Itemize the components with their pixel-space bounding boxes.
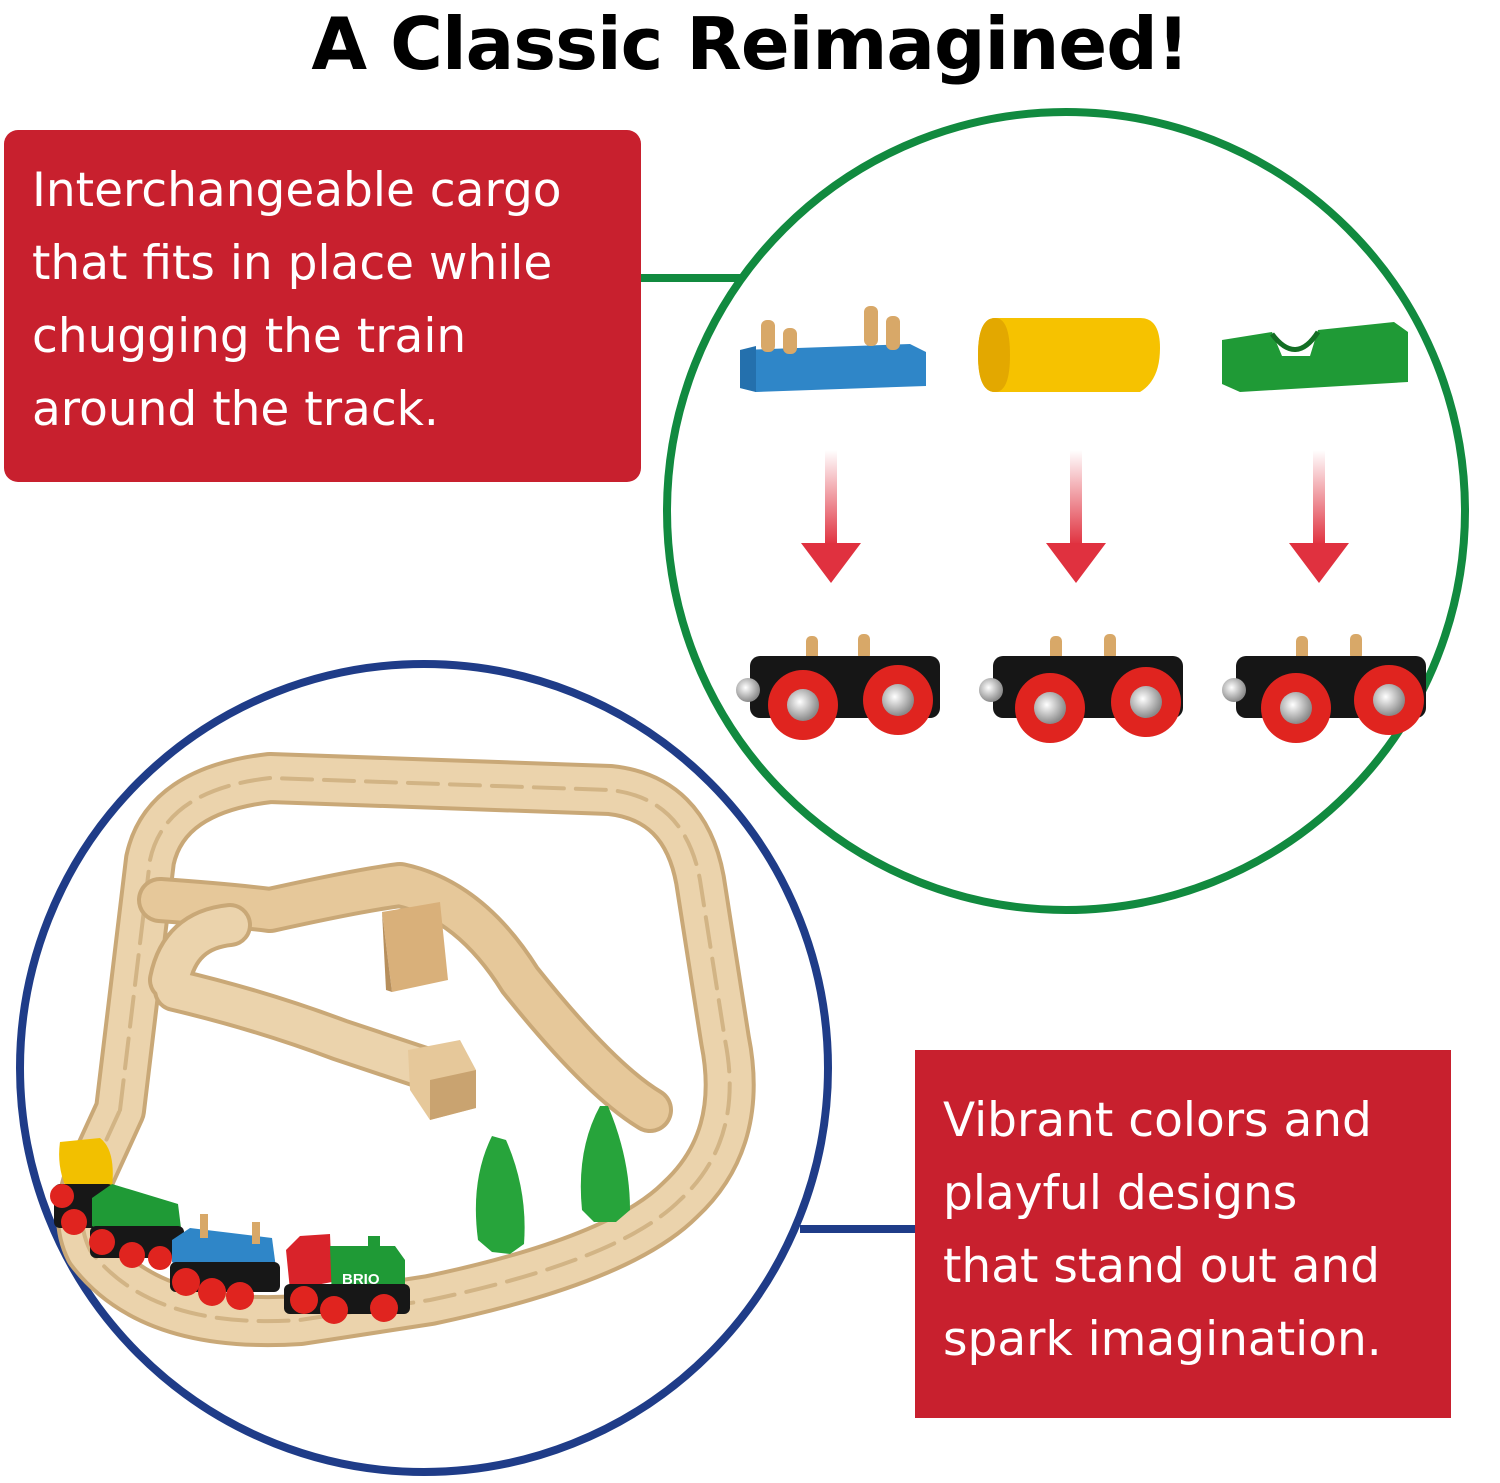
bridge-pillar [382, 902, 448, 992]
wagon-chassis [1222, 634, 1426, 743]
green-cargo-trough [1222, 322, 1408, 392]
cargo-callout-line: that fits in place while [32, 236, 553, 291]
colors-callout: Vibrant colors and playful designs that … [915, 1050, 1451, 1418]
colors-callout-line: that stand out and [943, 1239, 1380, 1294]
cargo-callout-line: around the track. [32, 382, 439, 437]
cargo-callout-line: chugging the train [32, 309, 467, 364]
toy-tree [580, 1106, 630, 1222]
colors-callout-line: spark imagination. [943, 1312, 1382, 1367]
arrow-down-icon [1289, 450, 1349, 583]
wagon-chassis [979, 634, 1183, 743]
arrow-down-icon [1046, 450, 1106, 583]
wagon-chassis [736, 634, 940, 740]
train-brand-badge: BRIO [342, 1271, 380, 1288]
yellow-cargo-barrel [978, 318, 1160, 392]
headline: A Classic Reimagined! [311, 2, 1189, 86]
wooden-track-layout [55, 752, 756, 1348]
toy-train: BRIO [50, 1138, 410, 1324]
cargo-callout: Interchangeable cargo that fits in place… [4, 130, 641, 482]
colors-callout-line: playful designs [943, 1166, 1298, 1221]
track-buffer-stop [408, 1040, 476, 1120]
toy-tree [475, 1136, 525, 1254]
blue-cargo-log [740, 306, 926, 392]
cargo-detail-ring [663, 108, 1469, 914]
colors-callout-line: Vibrant colors and [943, 1093, 1372, 1148]
arrow-down-icon [801, 450, 861, 583]
cargo-callout-line: Interchangeable cargo [32, 163, 562, 218]
